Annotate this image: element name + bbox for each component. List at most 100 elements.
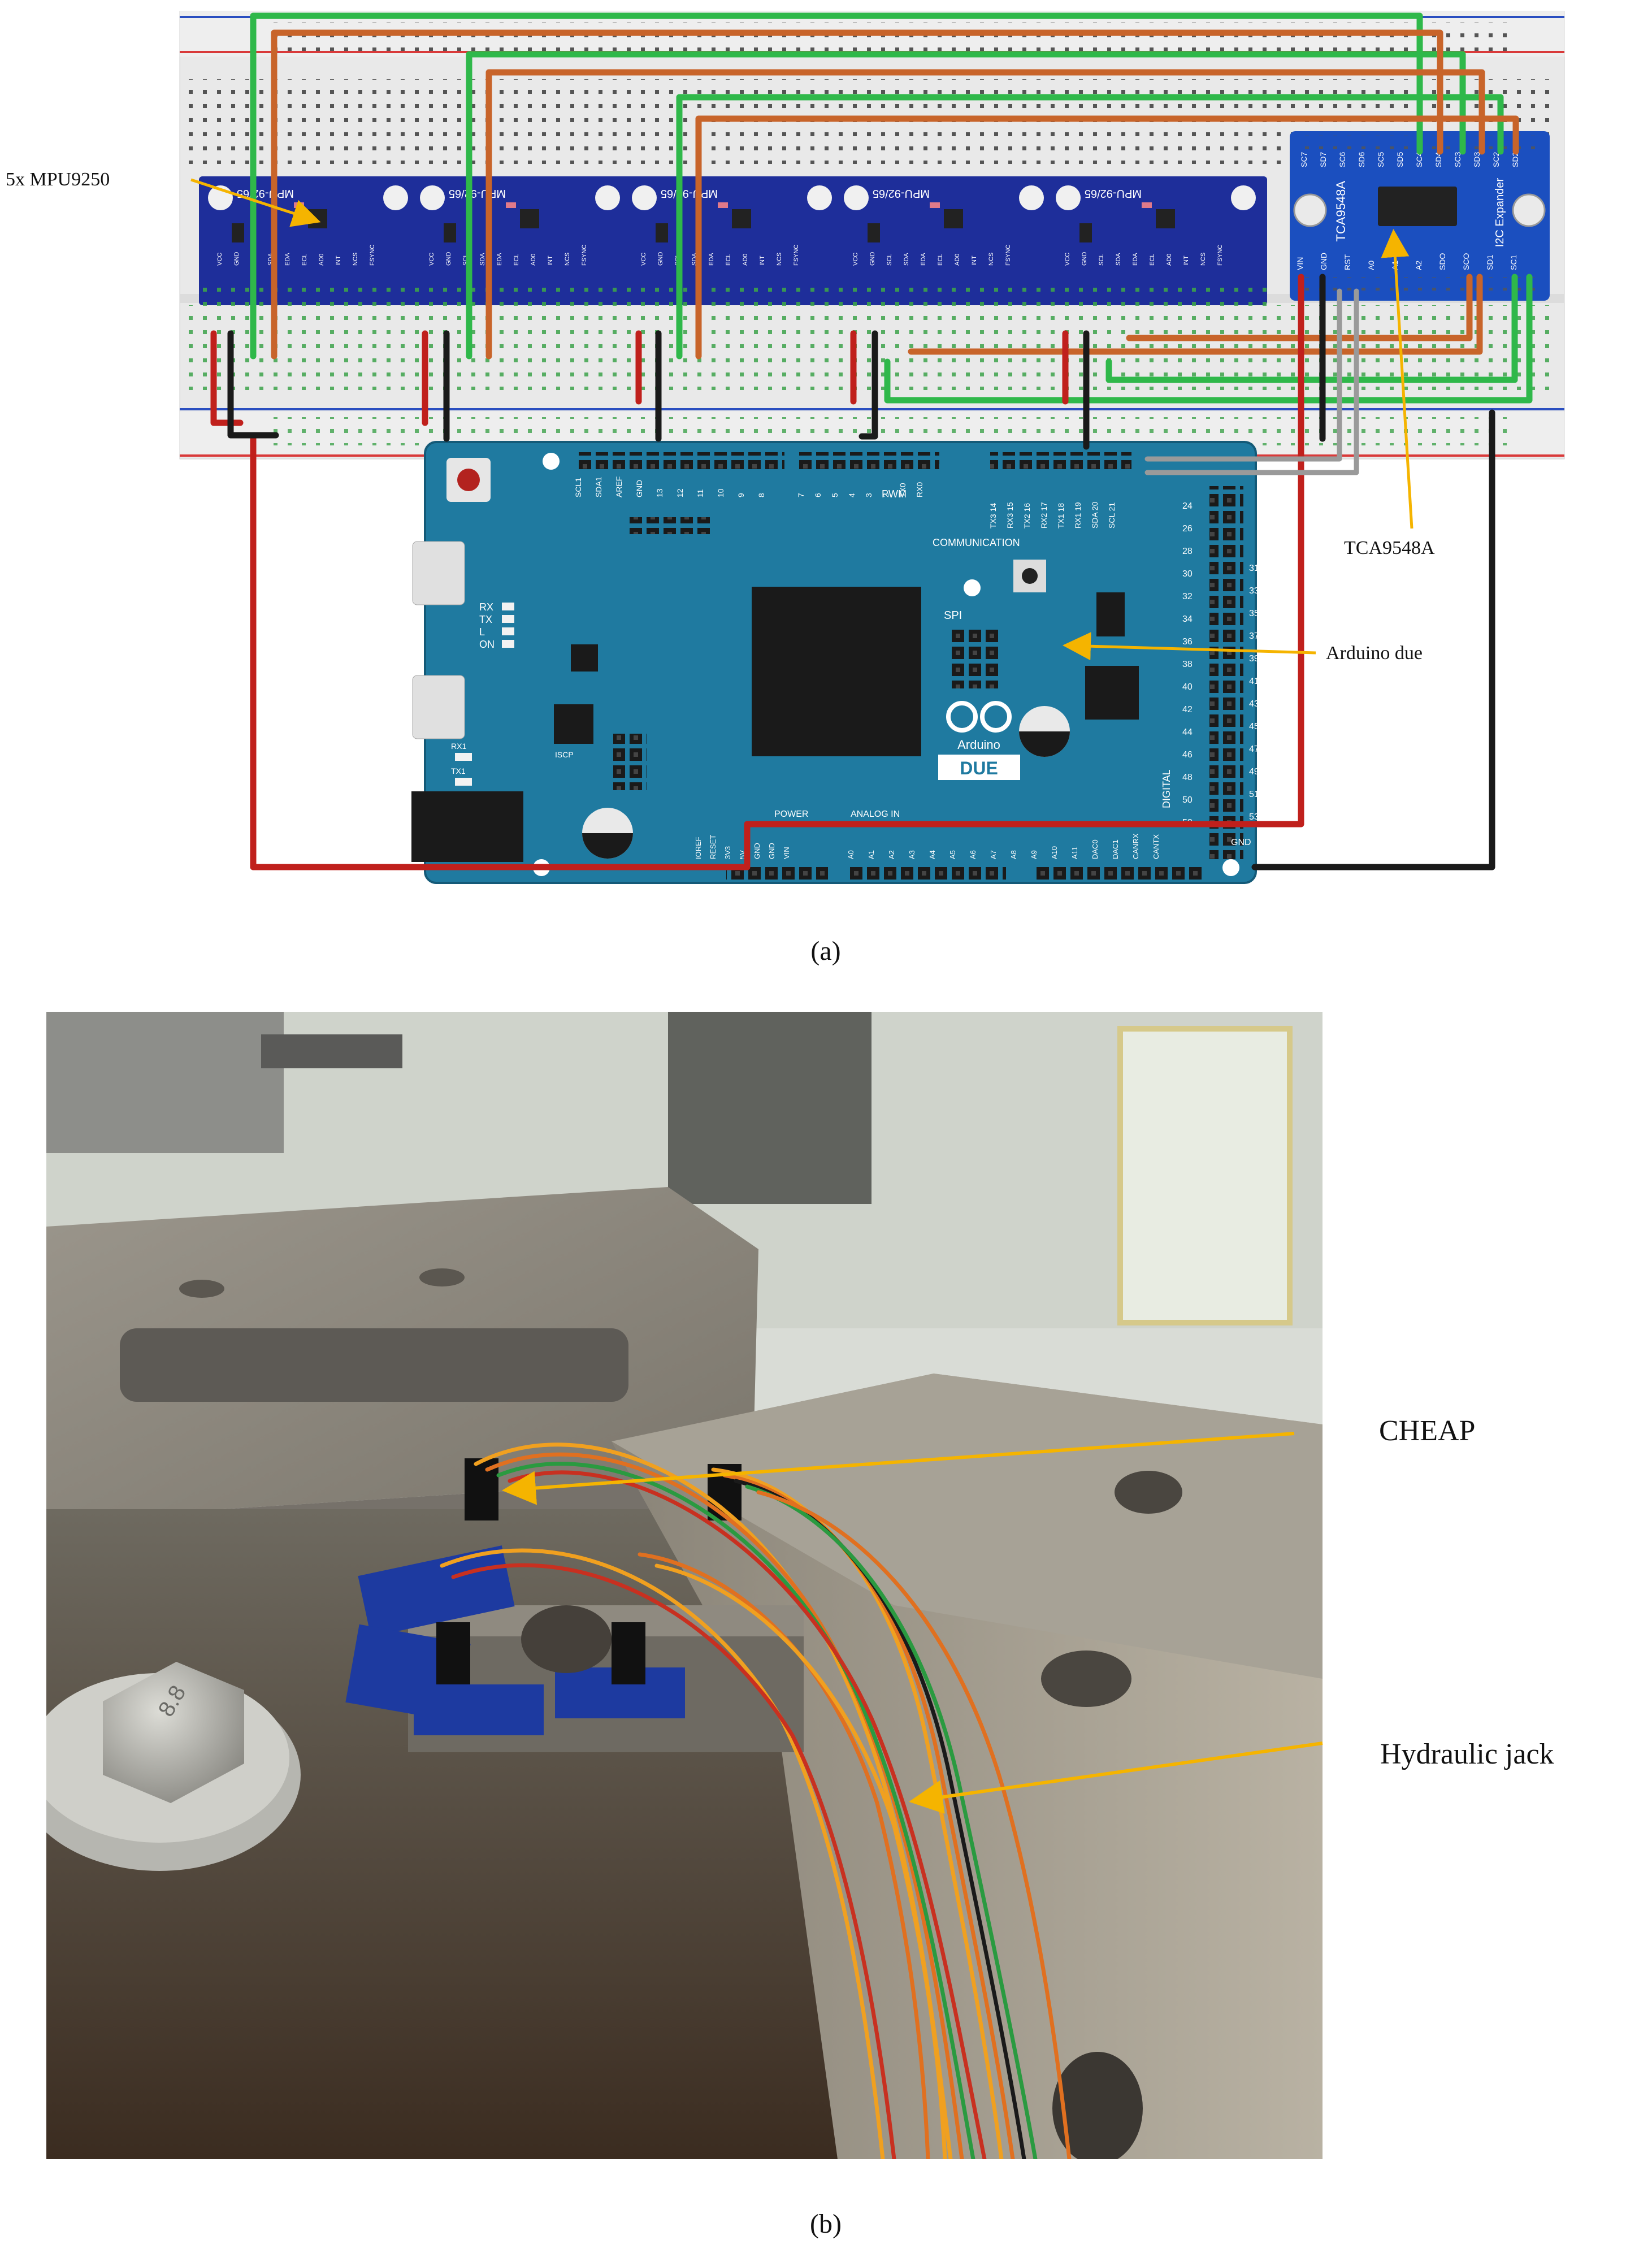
- iscp-label: ISCP: [555, 750, 574, 759]
- digital-pin-number: 41: [1249, 677, 1259, 686]
- digital-pin-number: 31: [1249, 564, 1259, 573]
- arduino-analog-pin: A5: [948, 850, 957, 859]
- mpu-pin-label: EDA: [496, 253, 503, 266]
- tca-top-pin: SD6: [1357, 152, 1366, 167]
- arduino-top-pin: AREF: [614, 476, 623, 497]
- mpu-pin-label: FSYNC: [1005, 245, 1012, 266]
- arduino-analog-pin: CANRX: [1131, 833, 1140, 859]
- status-led: [502, 603, 514, 610]
- black-wires: [227, 274, 1495, 870]
- arduino-callout-label: Arduino due: [1326, 643, 1423, 664]
- led-label: RX: [479, 601, 493, 613]
- mpu-pin-label: FSYNC: [1217, 245, 1224, 266]
- status-led: [502, 627, 514, 635]
- mpu-silkscreen: MPU-92/65: [1085, 187, 1142, 200]
- digital-pin-number: 33: [1249, 586, 1259, 596]
- arduino-analog-pin: A7: [989, 850, 998, 859]
- panel-b-callouts: CHEAP Hydraulic jack: [502, 1415, 1554, 1814]
- tca-bottom-pin: SD1: [1485, 255, 1494, 270]
- mpu-pin-label: FSYNC: [581, 245, 588, 266]
- tca-top-pin: SD5: [1395, 152, 1404, 167]
- digital-pin-number: 49: [1249, 767, 1259, 777]
- mpu-pin-label: GND: [1081, 252, 1088, 266]
- mpu-callout-arrow: [190, 178, 321, 227]
- arduino-power-pin: 3V3: [723, 846, 732, 859]
- arduino-comm-pin: TX3 14: [988, 503, 998, 528]
- arduino-comm-pin: RX1 19: [1073, 502, 1082, 528]
- arduino-pwm-pin: 3: [864, 493, 873, 497]
- tca-bottom-pin: A0: [1367, 261, 1376, 270]
- arduino-top-pin: SCL1: [574, 478, 583, 497]
- mpu-pin-label: NCS: [988, 253, 995, 266]
- photo-wires: [440, 1442, 1072, 2159]
- cheap-callout-label: CHEAP: [1379, 1415, 1475, 1447]
- mpu-pin-label: ECL: [513, 254, 520, 266]
- arduino-analog-pin: A6: [969, 850, 977, 859]
- arduino-analog-pin: DAC0: [1091, 839, 1099, 859]
- tca-top-pin: SC4: [1415, 152, 1424, 167]
- green-wires: [250, 12, 1533, 404]
- arduino-analog-pin: DAC1: [1111, 839, 1120, 859]
- mpu-pin-label: AD0: [530, 254, 537, 266]
- digital-pin-number: 46: [1182, 750, 1193, 760]
- arduino-analog-pin: A4: [928, 850, 936, 859]
- arduino-comm-pin: TX2 16: [1022, 503, 1031, 528]
- digital-pin-number: 30: [1182, 569, 1193, 579]
- digital-pin-number: 32: [1182, 592, 1193, 601]
- tca-top-pin: SD2: [1511, 152, 1520, 167]
- mpu-pin-label: ECL: [725, 254, 732, 266]
- digital-pin-number: 39: [1249, 654, 1259, 664]
- mpu-pin-label: EDA: [708, 253, 715, 266]
- mpu-pin-label: VCC: [1064, 253, 1071, 266]
- pwm-label: PWM: [882, 488, 907, 500]
- tca-top-pin: SD7: [1319, 152, 1328, 167]
- mpu-silkscreen: MPU-92/65: [661, 187, 718, 200]
- arduino-comm-pin: TX1 18: [1056, 503, 1065, 528]
- arduino-top-pin: 11: [696, 489, 705, 497]
- tca-bottom-pin: VIN: [1295, 257, 1304, 270]
- photo-viewport: 8.8: [46, 1012, 1323, 2159]
- mpu-pin-label: SCL: [1098, 254, 1105, 266]
- arduino-analog-pin: A0: [847, 850, 855, 859]
- tca-top-pin: SD3: [1472, 152, 1481, 167]
- arduino-pwm-pin: 7: [796, 493, 805, 497]
- arduino-pwm-pin: 6: [813, 493, 822, 497]
- digital-pin-number: 48: [1182, 773, 1193, 782]
- arduino-infinity-logo: [946, 701, 1012, 733]
- mpu-pin-label: VCC: [216, 253, 223, 266]
- tca-top-pin: SC5: [1376, 152, 1385, 167]
- arduino-logo-text: Arduino: [957, 738, 1000, 752]
- arduino-analog-pin: A3: [908, 850, 916, 859]
- panel-b-caption: (b): [810, 2209, 842, 2239]
- tca-top-pin: SC6: [1338, 152, 1347, 167]
- led-label: L: [479, 626, 485, 638]
- status-led: [502, 640, 514, 648]
- arduino-comm-pin: SCL 21: [1107, 502, 1116, 528]
- mpu-pin-label: ECL: [301, 254, 308, 266]
- spi-label: SPI: [944, 609, 962, 622]
- arduino-analog-pin: CANTX: [1152, 834, 1160, 859]
- digital-label: DIGITAL: [1161, 769, 1172, 808]
- rx-tx-small-label: TX1: [451, 766, 466, 776]
- jack-callout-arrow: [909, 1742, 1323, 1814]
- mpu-pin-label: GND: [233, 252, 240, 266]
- mpu-pin-label: NCS: [1200, 253, 1207, 266]
- mpu-pin-label: INT: [547, 255, 554, 266]
- arduino-top-pin: 9: [736, 493, 745, 497]
- mpu-silkscreen: MPU-92/65: [873, 187, 930, 200]
- arduino-power-pin: VIN: [782, 847, 791, 859]
- digital-pin-number: 26: [1182, 524, 1193, 534]
- arduino-top-pin: 8: [757, 493, 766, 497]
- cheap-callout-arrow: [502, 1432, 1295, 1505]
- arduino-analog-pin: A8: [1009, 850, 1018, 859]
- arduino-top-pin: SDA1: [594, 476, 603, 497]
- sensor-boards-photo: [345, 1458, 742, 1735]
- mpu-pin-label: AD0: [742, 254, 749, 266]
- mpu-silkscreen: MPU-92/65: [449, 187, 506, 200]
